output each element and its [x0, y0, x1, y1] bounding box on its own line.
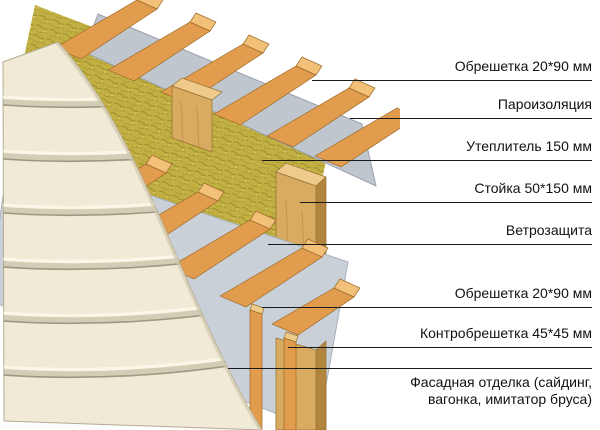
batten-end-cut [145, 154, 173, 174]
insulation-layer [5, 5, 335, 258]
leader-line-vetrozashchita [268, 244, 592, 245]
leader-line-obreshetka-top [312, 80, 592, 81]
leader-line-kontrobreshetka [288, 347, 592, 348]
batten-end-cut [249, 210, 277, 230]
batten-end-cut [242, 34, 270, 54]
label-text: Фасадная отделка (сайдинг, вагонка, имит… [410, 374, 592, 407]
label-vetrozashchita: Ветрозащита [506, 222, 592, 239]
label-kontrobreshetka: Контробрешетка 45*45 мм [420, 325, 592, 342]
batten-end-cut [301, 238, 329, 258]
label-fasadnaya-otdelka: Фасадная отделка (сайдинг, вагонка, имит… [374, 374, 592, 408]
leader-line-paroizolyaciya [350, 118, 592, 119]
label-obreshetka-top: Обрешетка 20*90 мм [455, 58, 592, 75]
stud-top-block [171, 77, 223, 153]
batten-board [314, 107, 400, 168]
leader-line-stoyka [300, 202, 592, 203]
batten-end-cut [295, 56, 323, 76]
counter-batten-strip [283, 337, 297, 430]
diagram-illustration [0, 0, 400, 430]
label-text: Стойка 50*150 мм [474, 180, 592, 196]
label-text: Пароизоляция [497, 96, 592, 112]
label-text: Утеплитель 150 мм [466, 138, 592, 154]
batten-end-cut [348, 78, 376, 98]
label-obreshetka-bottom: Обрешетка 20*90 мм [455, 285, 592, 302]
batten-end-cut [197, 182, 225, 202]
label-uteplitel: Утеплитель 150 мм [466, 138, 592, 155]
batten-end-cut [189, 12, 217, 32]
counter-battens [249, 303, 299, 430]
stud-post-lower [275, 337, 327, 430]
label-text: Обрешетка 20*90 мм [454, 285, 592, 301]
batten-end-cut [136, 0, 164, 10]
label-text: Ветрозащита [505, 222, 592, 238]
counter-batten-strip [249, 309, 263, 430]
leader-line-uteplitel [262, 160, 592, 161]
label-text: Контробрешетка 45*45 мм [419, 325, 592, 341]
leader-line-obreshetka-bottom [262, 307, 592, 308]
batten-end-cut [333, 278, 361, 298]
label-text: Обрешетка 20*90 мм [454, 58, 592, 74]
label-stoyka: Стойка 50*150 мм [474, 180, 592, 197]
leader-line-fasadnaya-otdelka [228, 368, 592, 369]
label-paroizolyaciya: Пароизоляция [498, 96, 592, 113]
